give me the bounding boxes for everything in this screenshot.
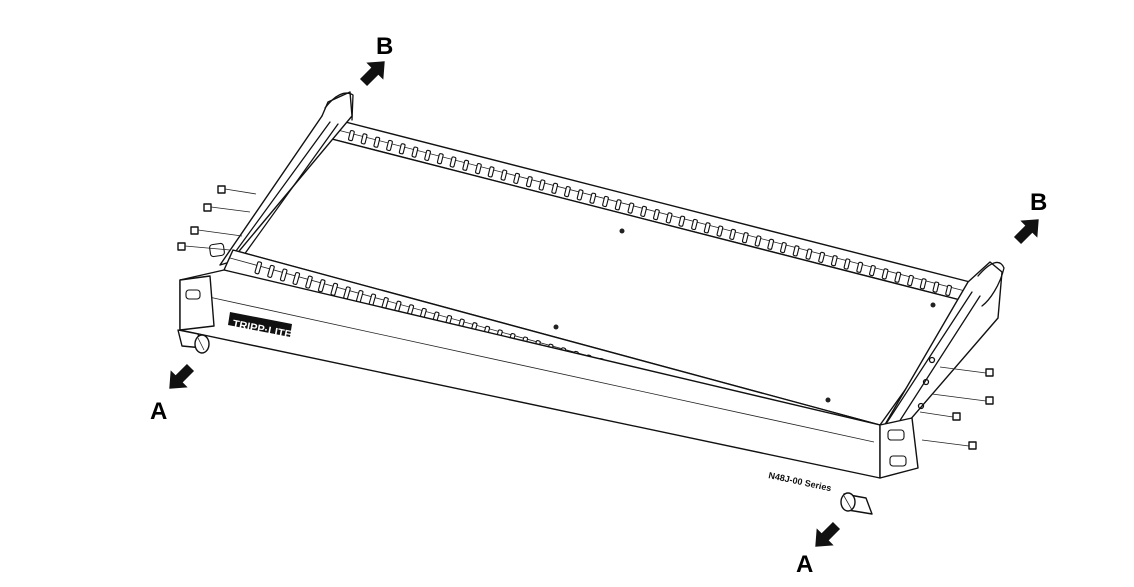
wall-slot — [589, 192, 597, 204]
screw-icon — [921, 439, 977, 450]
wall-slot — [830, 255, 838, 267]
wall-slot — [267, 264, 275, 278]
wall-slot — [254, 261, 263, 275]
wall-slot — [500, 169, 508, 181]
left-thumbscrew — [177, 329, 210, 354]
right-rail-hole — [922, 378, 930, 386]
right-rail-hole — [917, 402, 925, 410]
wall-slot — [475, 163, 482, 175]
screw-icon — [217, 185, 257, 195]
floor-screw-front-right — [825, 397, 831, 403]
wall-slot — [462, 159, 470, 171]
wall-slot — [754, 235, 762, 247]
right-ear-slot — [889, 455, 907, 467]
screw-icon — [939, 366, 994, 377]
screw-icon — [931, 393, 994, 405]
wall-slot — [856, 261, 864, 273]
arrow-a-left-icon — [169, 363, 195, 389]
wall-slot — [894, 271, 902, 283]
screw-icon — [203, 203, 251, 213]
callout-a-right: A — [796, 551, 813, 578]
floor-screw-rear-right — [930, 302, 936, 308]
left-rack-ear — [179, 275, 215, 331]
wall-slot — [767, 238, 775, 250]
left-bracket-slot — [209, 242, 225, 258]
wall-slot — [525, 176, 533, 188]
floor-screw-center — [619, 228, 625, 234]
wall-slot — [741, 232, 749, 244]
wall-slot — [665, 212, 673, 224]
wall-slot — [729, 228, 736, 240]
wall-slot — [614, 199, 622, 211]
wall-slot — [945, 284, 952, 296]
wall-slot — [564, 186, 571, 198]
wall-slot — [513, 172, 520, 184]
wall-slot — [348, 130, 355, 142]
wall-slot — [691, 218, 698, 231]
callout-a-left: A — [150, 398, 167, 425]
screw-icon — [919, 411, 961, 421]
rear-wall — [319, 115, 971, 303]
right-thumbscrew — [840, 492, 873, 515]
series-label: N48J-00 Series — [768, 470, 833, 493]
wall-slot — [843, 258, 851, 270]
wall-slot — [373, 136, 381, 148]
left-ear-slot — [185, 289, 201, 300]
right-rail-hole — [928, 356, 936, 364]
wall-slot — [932, 281, 940, 293]
screw-icon — [177, 242, 231, 251]
right-rack-ear — [879, 417, 919, 479]
rear-wall-slots — [348, 130, 952, 296]
floor-screw-front-center — [553, 324, 559, 330]
wall-slot — [703, 222, 711, 234]
wall-slot — [424, 149, 431, 161]
screw-icon — [190, 226, 243, 237]
arrow-a-right-icon — [815, 521, 841, 547]
left-side-rail — [209, 91, 354, 267]
wall-slot — [780, 242, 787, 254]
wall-slot — [360, 133, 368, 145]
wall-slot — [551, 182, 559, 194]
wall-slot — [716, 225, 724, 237]
wall-slot — [818, 251, 825, 263]
wall-slot — [292, 271, 301, 286]
callout-b-right: B — [1030, 189, 1047, 216]
callout-b-left: B — [376, 33, 393, 60]
wall-slot — [538, 179, 546, 191]
wall-slot — [487, 166, 495, 178]
right-ear-slot — [887, 429, 905, 441]
wall-slot — [436, 153, 444, 165]
wall-slot — [919, 278, 927, 290]
wall-slot — [576, 189, 584, 201]
wall-slot — [411, 146, 419, 158]
wall-slot — [386, 139, 393, 152]
wall-slot — [792, 245, 800, 257]
left-screws — [177, 185, 257, 251]
arrow-b-right-icon — [1013, 219, 1039, 245]
arrow-b-left-icon — [359, 61, 385, 87]
wall-slot — [805, 248, 813, 260]
wall-slot — [305, 275, 313, 289]
wall-slot — [653, 209, 660, 221]
wall-slot — [398, 143, 406, 155]
wall-slot — [449, 156, 457, 168]
wall-slot — [279, 268, 288, 282]
wall-slot — [678, 215, 686, 227]
wall-slot — [317, 279, 326, 293]
right-screws — [919, 366, 994, 450]
wall-slot — [881, 268, 889, 280]
wall-slot — [640, 205, 647, 217]
wall-slot — [869, 265, 876, 277]
wall-slot — [602, 195, 609, 208]
wall-slot — [907, 274, 914, 287]
wall-slot — [627, 202, 635, 214]
